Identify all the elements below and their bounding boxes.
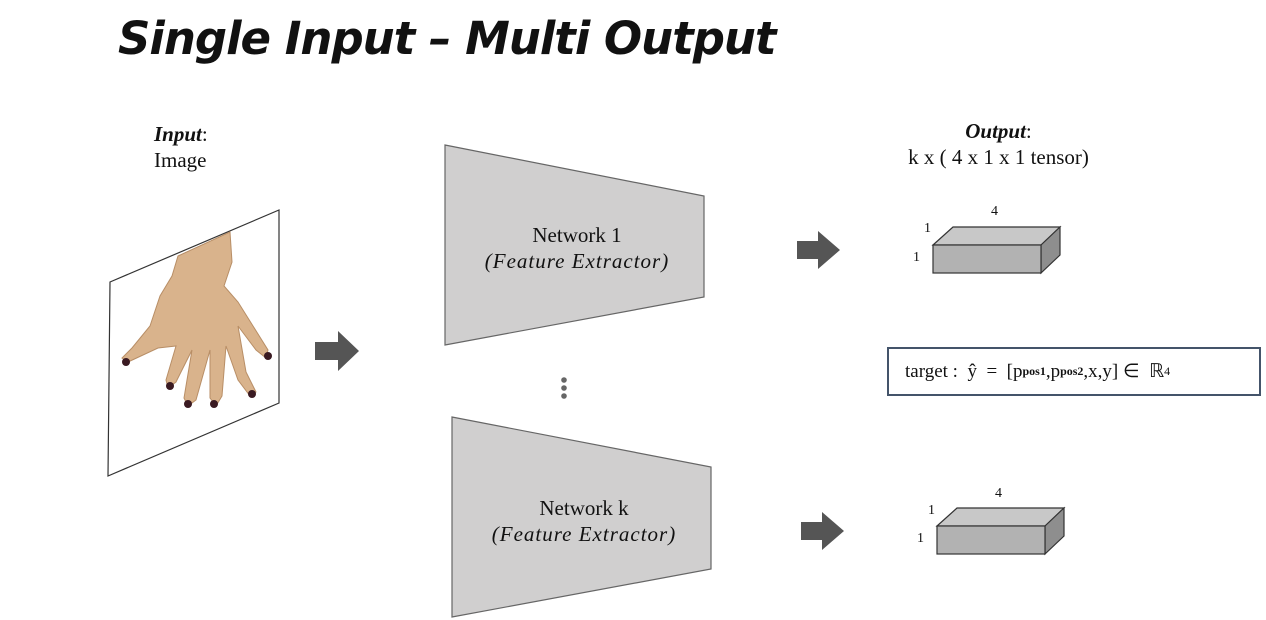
- network-1-label: Network 1 (Feature Extractor): [447, 222, 707, 274]
- ellipsis-icon: [561, 377, 567, 399]
- target-eq: =: [986, 360, 998, 382]
- tensor-1-width-label: 4: [991, 204, 998, 219]
- target-rest: ,x,y]: [1083, 360, 1119, 382]
- tensor-1-height-label: 1: [913, 250, 920, 265]
- target-mid: ,p: [1045, 360, 1061, 382]
- network-1-shape: [444, 144, 705, 346]
- output-heading: Output: [965, 119, 1026, 143]
- input-heading: Input: [154, 122, 202, 146]
- input-image: [107, 209, 280, 477]
- tensor-box-k: [935, 506, 1066, 556]
- output-desc: k x ( 4 x 1 x 1 tensor): [908, 145, 1089, 169]
- tensor-k-depth-label: 1: [928, 503, 935, 518]
- output-arrow-k-icon: [801, 512, 844, 550]
- target-prefix: target :: [905, 360, 958, 382]
- network-k-sub: (Feature Extractor): [491, 522, 677, 546]
- target-sub-pos2: pos2: [1060, 364, 1084, 378]
- input-desc: Image: [154, 148, 207, 172]
- tensor-box-1: [931, 225, 1062, 275]
- tensor-k-width-label: 4: [995, 486, 1002, 501]
- network-k-shape: [451, 416, 712, 618]
- output-colon: :: [1025, 119, 1032, 143]
- output-label: Output: k x ( 4 x 1 x 1 tensor): [891, 118, 1106, 170]
- input-label: Input: Image: [154, 121, 208, 173]
- output-arrow-1-icon: [797, 231, 840, 269]
- hand-icon: [121, 231, 272, 408]
- target-open: [p: [1006, 360, 1023, 382]
- target-exp: 4: [1164, 364, 1171, 378]
- network-1-name: Network 1: [532, 223, 622, 247]
- target-in: ∈: [1123, 361, 1140, 382]
- network-k-name: Network k: [539, 496, 629, 520]
- input-arrow-icon: [315, 331, 359, 371]
- network-1-sub: (Feature Extractor): [484, 249, 670, 273]
- tensor-k-height-label: 1: [917, 531, 924, 546]
- target-yhat: ŷ: [967, 360, 977, 382]
- target-sub-pos1: pos1: [1022, 364, 1046, 378]
- input-colon: :: [201, 122, 208, 146]
- target-real-set: ℝ: [1149, 361, 1165, 382]
- slide-title: Single Input – Multi Output: [118, 12, 776, 65]
- tensor-1-depth-label: 1: [924, 221, 931, 236]
- network-k-label: Network k (Feature Extractor): [454, 495, 714, 547]
